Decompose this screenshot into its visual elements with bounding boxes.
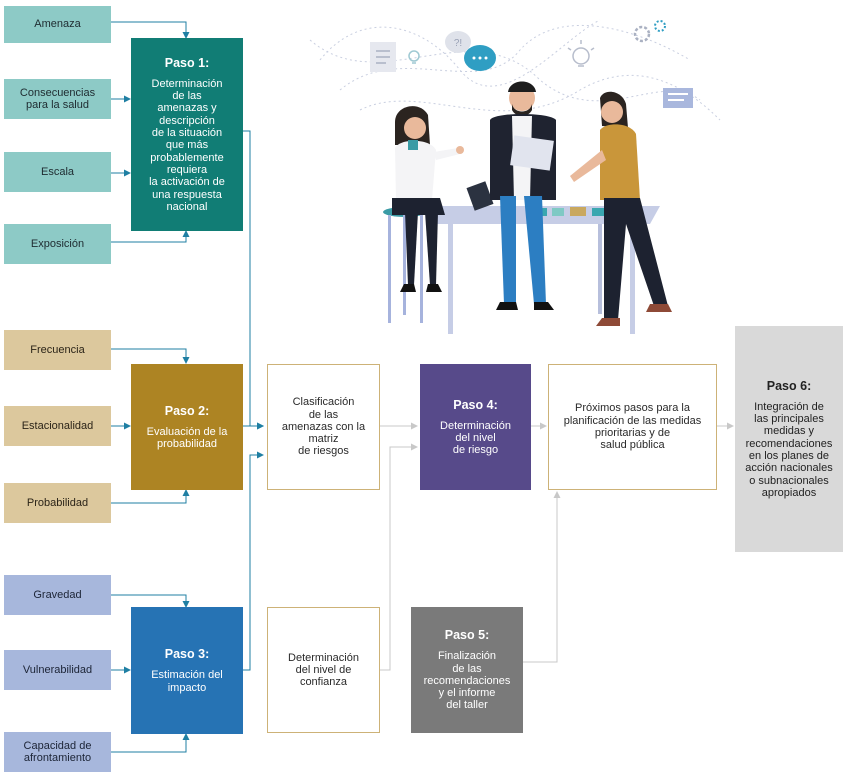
paso-6-box: Paso 6: Integración de las principales m…	[735, 326, 843, 552]
input-vulnerabilidad: Vulnerabilidad	[4, 650, 111, 690]
dotted-curves	[309, 19, 721, 121]
lightbulb-icon	[408, 50, 420, 64]
paso-3-title: Paso 3:	[164, 647, 210, 662]
input-gravedad: Gravedad	[4, 575, 111, 615]
paso-2-title: Paso 2:	[164, 403, 210, 418]
message-card-icon	[663, 88, 693, 108]
input-exposicion: Exposición	[4, 224, 111, 264]
input-probabilidad: Probabilidad	[4, 483, 111, 523]
paso-4-box: Paso 4: Determinación del nivel de riesg…	[420, 364, 531, 490]
svg-text:?!: ?!	[454, 38, 462, 49]
paso-6-title: Paso 6:	[766, 378, 812, 393]
input-amenaza: Amenaza	[4, 6, 111, 43]
person-right	[570, 91, 672, 326]
person-left	[392, 106, 464, 292]
chat-bubble-icon	[464, 45, 496, 71]
stool	[383, 207, 427, 323]
clasificacion-box: Clasificación de las amenazas con la mat…	[267, 364, 380, 490]
gear-icon	[633, 20, 666, 43]
paso-6-text: Integración de las principales medidas y…	[745, 400, 833, 499]
paso-3-box: Paso 3: Estimación del impacto	[131, 607, 243, 734]
person-center	[490, 81, 556, 310]
lightbulb-icon-large	[567, 40, 595, 67]
document-icon	[370, 42, 396, 72]
input-consecuencias: Consecuencias para la salud	[4, 79, 111, 119]
proximos-pasos-box: Próximos pasos para la planificación de …	[548, 364, 717, 490]
input-estacionalidad: Estacionalidad	[4, 406, 111, 446]
input-escala: Escala	[4, 152, 111, 192]
paso-5-text: Finalización de las recomendaciones y el…	[423, 650, 511, 712]
paso-3-text: Estimación del impacto	[151, 669, 223, 694]
paso-1-box: Paso 1: Determinación de las amenazas y …	[131, 38, 243, 231]
input-capacidad: Capacidad de afrontamiento	[4, 732, 111, 772]
question-bubble-icon: ?!	[445, 31, 471, 53]
paso-4-title: Paso 4:	[453, 397, 498, 412]
confianza-box: Determinación del nivel de confianza	[267, 607, 380, 733]
paso-2-text: Evaluación de la probabilidad	[146, 425, 228, 450]
paso-2-box: Paso 2: Evaluación de la probabilidad	[131, 364, 243, 490]
paso-4-text: Determinación del nivel de riesgo	[440, 419, 511, 457]
input-frecuencia: Frecuencia	[4, 330, 111, 370]
paso-5-title: Paso 5:	[444, 628, 490, 643]
paso-1-title: Paso 1:	[164, 55, 210, 70]
paso-5-box: Paso 5: Finalización de las recomendacio…	[411, 607, 523, 733]
paso-1-text: Determinación de las amenazas y descripc…	[149, 77, 225, 213]
